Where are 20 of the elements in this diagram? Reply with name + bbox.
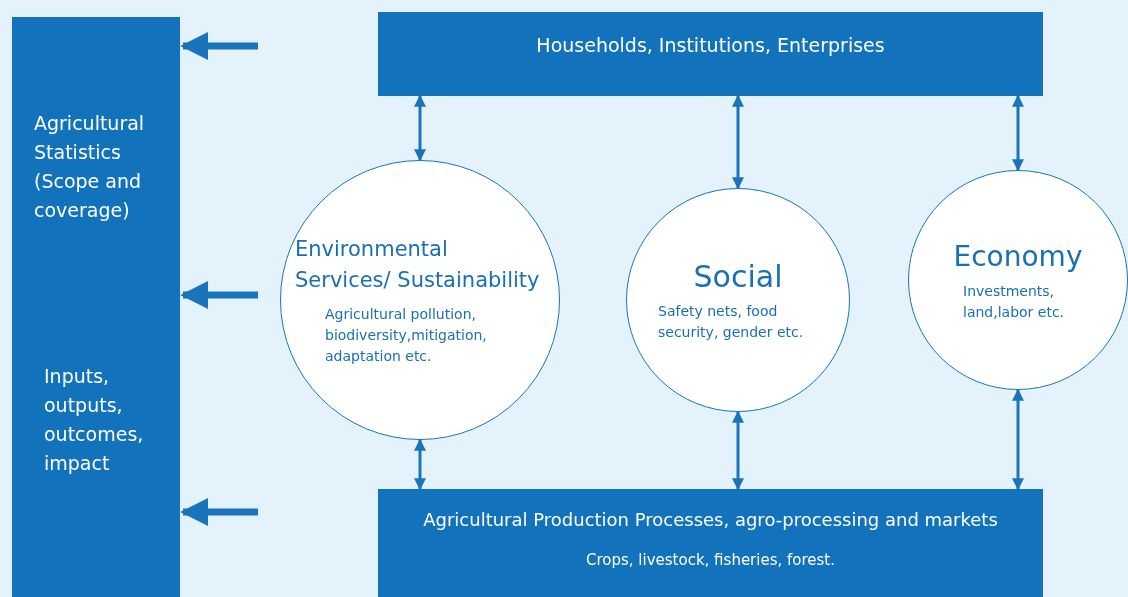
box-title: Households, Institutions, Enterprises (535, 34, 886, 56)
header-box (378, 12, 1043, 96)
arrow (1012, 388, 1024, 491)
panel-heading: Agricultural Statistics (Scope and coverage) (34, 111, 146, 223)
box-title: Agricultural Production Processes, agro-processing and markets (422, 509, 999, 530)
box-subtitle: Crops, livestock, fisheries, forest. (584, 551, 836, 569)
circle-heading: Economy (952, 239, 1084, 275)
arrow (732, 410, 744, 491)
circle-heading: Social (692, 258, 784, 296)
circle-heading: Environmental Services/ Sustainability (295, 235, 541, 294)
arrow (732, 94, 744, 190)
arrow (414, 438, 426, 491)
arrow (414, 94, 426, 162)
circle-text: Safety nets, food security, gender etc. (658, 302, 805, 342)
circle-text: Investments, land,labor etc. (963, 282, 1066, 322)
arrow (1012, 94, 1024, 172)
panel-text: Inputs, outputs, outcomes, impact (44, 364, 145, 476)
footer-box (378, 489, 1043, 597)
side-panel (12, 17, 180, 597)
circle-text: Agricultural pollution, biodiversity,mitigation, adaptation etc. (325, 304, 488, 366)
